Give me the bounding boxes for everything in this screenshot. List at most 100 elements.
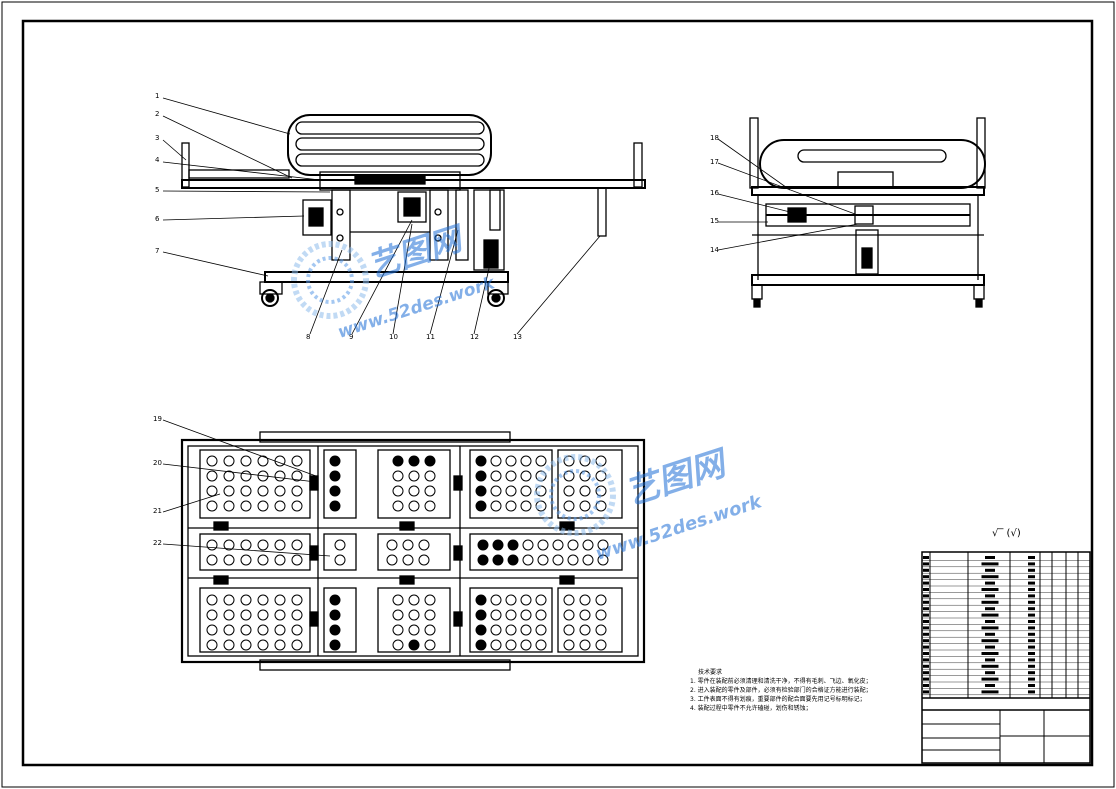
bom-row-name [981,652,999,655]
hole [537,554,549,566]
hole [291,470,303,482]
tech-req-item: 4. 装配过程中零件不允许磕碰，划伤和锈蚀； [690,705,812,712]
hole [418,554,430,566]
hole [206,470,218,482]
hole [579,609,591,621]
hole [563,470,575,482]
part-number-label: 16 [710,189,719,197]
part-number-label: 4 [155,156,160,164]
hole [595,609,607,621]
bom-row-name [981,600,999,604]
bom-row-name [981,690,999,694]
hole [408,485,420,497]
bom-row-qty [1028,626,1035,630]
hole [522,554,534,566]
hole [520,624,532,636]
hole [386,539,398,551]
hole [274,554,286,566]
hole [329,455,341,467]
part-number-label: 3 [155,134,159,142]
hole [579,594,591,606]
hole [579,500,591,512]
part-number-label: 2 [155,110,159,118]
hole [475,624,487,636]
bom-row-qty [1028,620,1035,623]
hole [291,554,303,566]
hole [257,455,269,467]
hole [490,594,502,606]
hole [552,539,564,551]
hole [274,609,286,621]
hole [386,554,398,566]
hole [206,455,218,467]
hole [595,485,607,497]
hole [329,500,341,512]
hole [563,455,575,467]
hole [206,639,218,651]
bom-row-qty [1028,671,1035,675]
bom-row-index [923,652,929,655]
hole [240,554,252,566]
hole [223,500,235,512]
hole [507,554,519,566]
hole [274,485,286,497]
hole [240,639,252,651]
hole [582,539,594,551]
side-view [749,117,986,308]
hole [567,554,579,566]
bom-row-qty [1028,562,1035,566]
hole [505,470,517,482]
hole [257,539,269,551]
hole [240,470,252,482]
hole [563,594,575,606]
bom-row-qty [1028,684,1035,687]
hole [329,485,341,497]
hole [490,500,502,512]
bom-row-qty [1028,600,1035,604]
hole [520,639,532,651]
hole [408,594,420,606]
hole [505,624,517,636]
part-number-label: 10 [389,333,398,341]
bom-row-index [923,620,929,623]
hole [257,500,269,512]
bom-row-index [923,626,929,630]
bom-row-name [981,677,999,681]
bom-row-name [985,556,995,559]
part-number-label: 19 [153,415,162,423]
hole [475,485,487,497]
hole [505,500,517,512]
hole [291,609,303,621]
hole [507,539,519,551]
hole [408,624,420,636]
bom-row-index [923,658,929,662]
bom-row-index [923,664,929,668]
hole [477,539,489,551]
part-number-label: 6 [155,215,160,223]
hole [520,485,532,497]
bom-row-qty [1028,556,1035,559]
part-number-label: 7 [155,247,159,255]
hole [535,594,547,606]
hole [274,594,286,606]
hole [563,639,575,651]
hole [520,500,532,512]
hole [329,470,341,482]
bom-row-name [981,588,999,591]
bom-row-name [981,664,999,668]
bom-row-index [923,632,929,636]
hole [535,609,547,621]
hole [579,624,591,636]
hole [475,609,487,621]
hole [392,639,404,651]
hole [535,455,547,467]
hole [505,609,517,621]
tech-req-item: 3. 工件表面不得有划痕，重要部件的配合面要先用记号标明标记； [690,696,866,703]
hole [475,470,487,482]
hole [424,639,436,651]
title-block [921,551,1091,764]
hole [408,609,420,621]
hole [206,500,218,512]
